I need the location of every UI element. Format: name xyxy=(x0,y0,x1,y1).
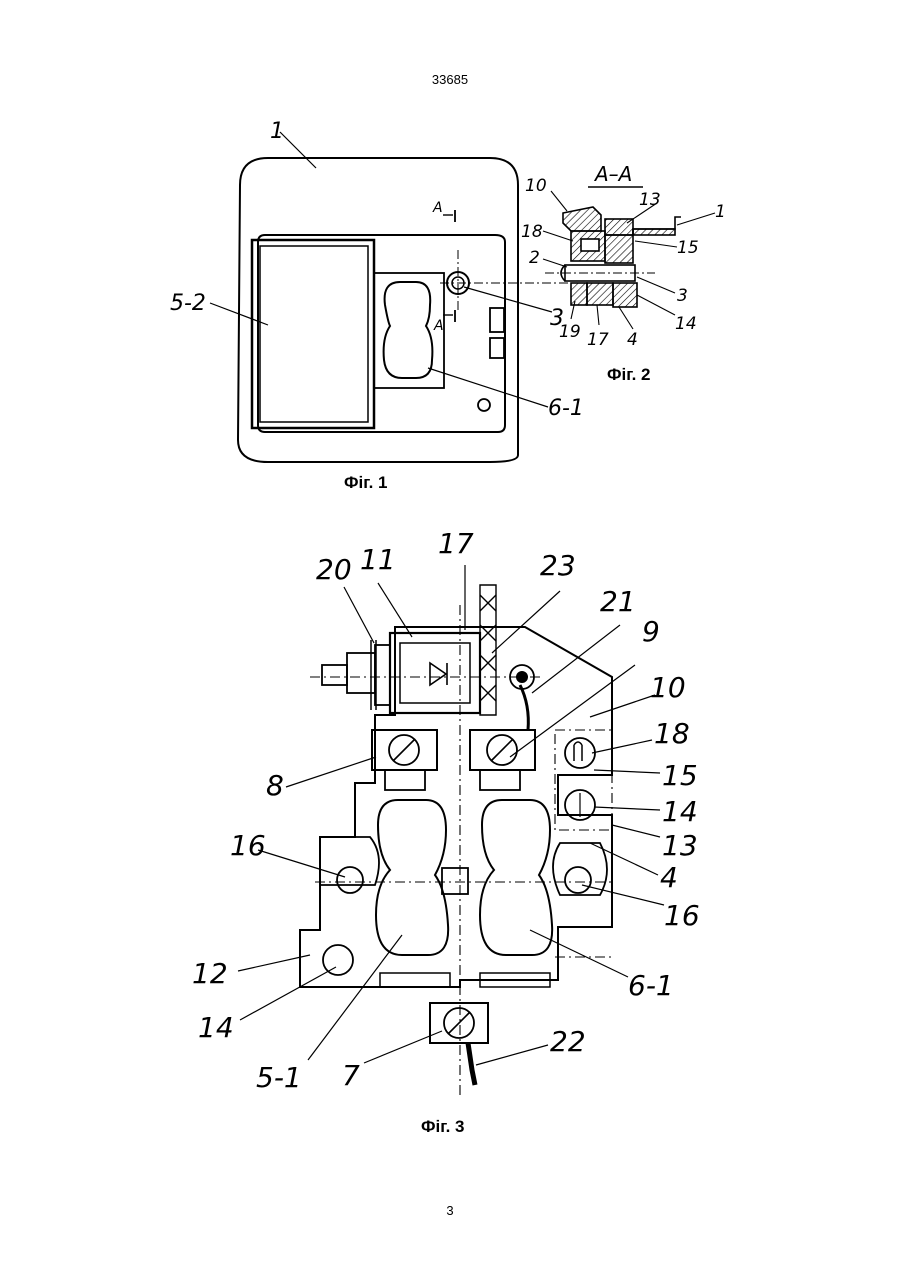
fig3-label-14-top: 14 xyxy=(662,795,698,828)
fig3-element-14-bottom xyxy=(323,945,353,975)
fig2-label-3: 3 xyxy=(677,286,688,306)
fig2-caption: Фіг. 2 xyxy=(607,365,651,385)
fig3-label-14-bottom: 14 xyxy=(198,1011,234,1044)
fig3-label-9: 9 xyxy=(642,615,660,648)
fig3-label-12: 12 xyxy=(192,957,228,990)
fig3-caption: Фіг. 3 xyxy=(421,1117,465,1137)
fig1-housing xyxy=(238,158,518,462)
fig2-label-2: 2 xyxy=(529,248,540,268)
fig1-section-a-bottom: A xyxy=(433,318,444,334)
figure-2: A–A 10 13 1 18 15 xyxy=(515,155,745,355)
fig2-label-15: 15 xyxy=(677,238,699,258)
fig2-label-4: 4 xyxy=(627,330,638,350)
fig3-label-21: 21 xyxy=(600,585,636,618)
fig1-block-5-2 xyxy=(252,240,374,428)
fig3-label-10: 10 xyxy=(650,671,686,704)
fig2-label-13: 13 xyxy=(639,190,661,210)
fig3-label-15: 15 xyxy=(662,759,698,792)
fig3-contact-6-1 xyxy=(480,800,552,955)
fig3-label-4: 4 xyxy=(660,861,678,894)
fig1-label-6-1: 6-1 xyxy=(548,396,584,421)
fig3-label-18: 18 xyxy=(654,717,690,750)
fig1-inner-frame xyxy=(258,235,505,432)
page-number: 3 xyxy=(0,1203,900,1218)
fig2-label-1: 1 xyxy=(715,202,726,222)
fig3-label-11: 11 xyxy=(360,543,396,576)
fig3-label-5-1: 5-1 xyxy=(256,1061,302,1094)
fig3-label-16-right: 16 xyxy=(664,899,700,932)
fig3-cartridge-11 xyxy=(390,633,480,713)
fig2-label-19: 19 xyxy=(559,322,581,342)
fig3-label-8: 8 xyxy=(266,769,284,802)
fig2-section-title: A–A xyxy=(593,162,632,186)
fig3-label-13: 13 xyxy=(662,829,698,862)
fig3-label-6-1: 6-1 xyxy=(628,969,674,1002)
fig3-hole-16-right xyxy=(565,867,591,893)
figure-3-drawing: 20 11 17 23 21 9 10 18 8 15 14 13 16 4 1… xyxy=(180,525,720,1105)
fig3-label-7: 7 xyxy=(342,1059,360,1092)
fig1-label-1: 1 xyxy=(270,119,284,144)
fig2-label-14: 14 xyxy=(675,314,697,334)
patent-number: 33685 xyxy=(0,72,900,87)
fig2-label-18: 18 xyxy=(521,222,543,242)
fig3-hole-16-left xyxy=(337,867,363,893)
figure-2-drawing: A–A 10 13 1 18 15 xyxy=(515,155,745,355)
fig1-caption: Фіг. 1 xyxy=(344,473,388,493)
fig3-contact-5-1 xyxy=(376,800,448,955)
fig2-label-10: 10 xyxy=(525,176,547,196)
fig1-label-5-2: 5-2 xyxy=(170,291,206,316)
fig1-socket-6-1 xyxy=(384,282,433,378)
fig3-label-22: 22 xyxy=(550,1025,586,1058)
fig3-label-16-left: 16 xyxy=(230,829,266,862)
fig3-label-20: 20 xyxy=(316,553,352,586)
figure-3: 20 11 17 23 21 9 10 18 8 15 14 13 16 4 1… xyxy=(180,525,720,1105)
fig3-label-17: 17 xyxy=(438,527,474,560)
fig2-label-17: 17 xyxy=(587,330,609,350)
fig1-section-a-top: A xyxy=(432,200,443,216)
fig3-label-23: 23 xyxy=(540,549,576,582)
